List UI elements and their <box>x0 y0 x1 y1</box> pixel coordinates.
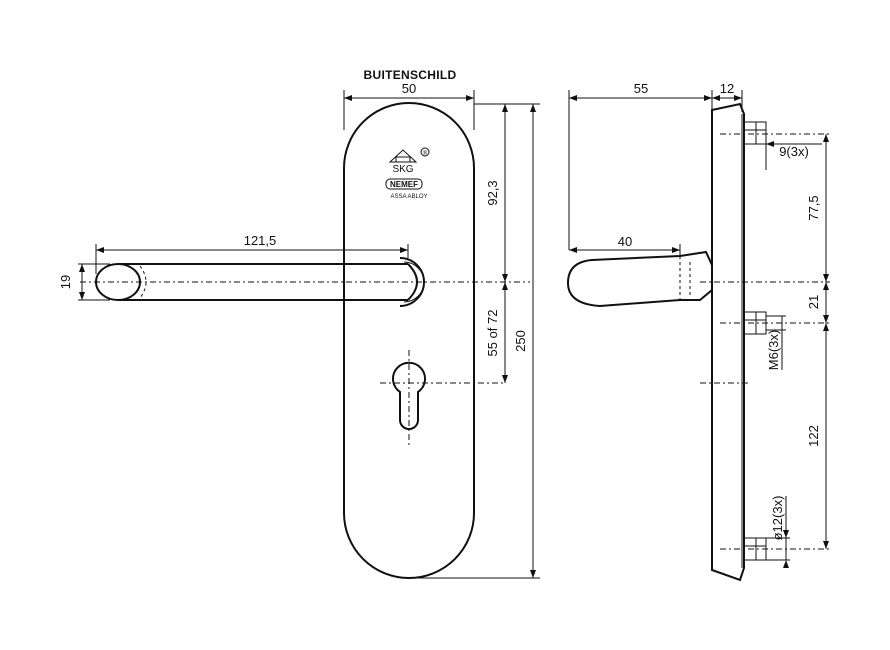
skg-logo: ® SKG <box>388 147 430 175</box>
cylinder-keyhole <box>392 361 426 430</box>
lever-side <box>566 250 713 308</box>
nemef-logo: NEMEF ASSA ABLOY <box>385 178 428 200</box>
svg-text:77,5: 77,5 <box>806 195 821 220</box>
svg-text:9(3x): 9(3x) <box>779 144 809 159</box>
svg-text:NEMEF: NEMEF <box>390 180 418 189</box>
dim-lever-length: 121,5 <box>95 233 409 274</box>
backplate-side <box>711 102 745 582</box>
svg-text:122: 122 <box>806 425 821 447</box>
dim-width: 50 <box>343 81 475 130</box>
dim-lever-height: 19 <box>58 263 110 301</box>
svg-text:M6(3x): M6(3x) <box>766 330 781 370</box>
svg-text:12: 12 <box>720 81 734 96</box>
view-title: BUITENSCHILD <box>364 68 457 82</box>
svg-text:55 of 72: 55 of 72 <box>485 310 500 357</box>
dim-bottom-distance: 122 <box>806 323 829 549</box>
svg-text:250: 250 <box>513 330 528 352</box>
svg-text:ø12(3x): ø12(3x) <box>770 496 785 541</box>
dim-diameter: ø12(3x) <box>766 496 790 568</box>
dim-center-distance: 55 of 72 <box>485 282 508 383</box>
dim-lever-projection: 40 <box>569 234 681 256</box>
svg-text:®: ® <box>423 150 428 157</box>
dim-plate-thickness: 12 <box>712 81 743 112</box>
svg-text:21: 21 <box>806 295 821 309</box>
svg-text:19: 19 <box>58 275 73 289</box>
dim-top-distance: 77,5 <box>806 134 829 282</box>
dim-thread: M6(3x) <box>766 315 786 370</box>
dim-screw: 9(3x) <box>743 122 822 170</box>
svg-text:92,3: 92,3 <box>485 180 500 205</box>
screw-posts <box>743 121 767 561</box>
svg-text:121,5: 121,5 <box>244 233 277 248</box>
dim-mid-distance: 21 <box>806 282 829 323</box>
dim-depth: 55 <box>568 81 713 250</box>
svg-text:SKG: SKG <box>392 164 413 175</box>
svg-text:40: 40 <box>618 234 632 249</box>
svg-text:55: 55 <box>634 81 648 96</box>
svg-text:50: 50 <box>402 81 416 96</box>
svg-text:ASSA ABLOY: ASSA ABLOY <box>390 194 427 200</box>
dim-total-height: 250 <box>410 103 540 579</box>
dim-spindle-offset: 92,3 <box>474 103 515 282</box>
backplate <box>343 102 475 579</box>
